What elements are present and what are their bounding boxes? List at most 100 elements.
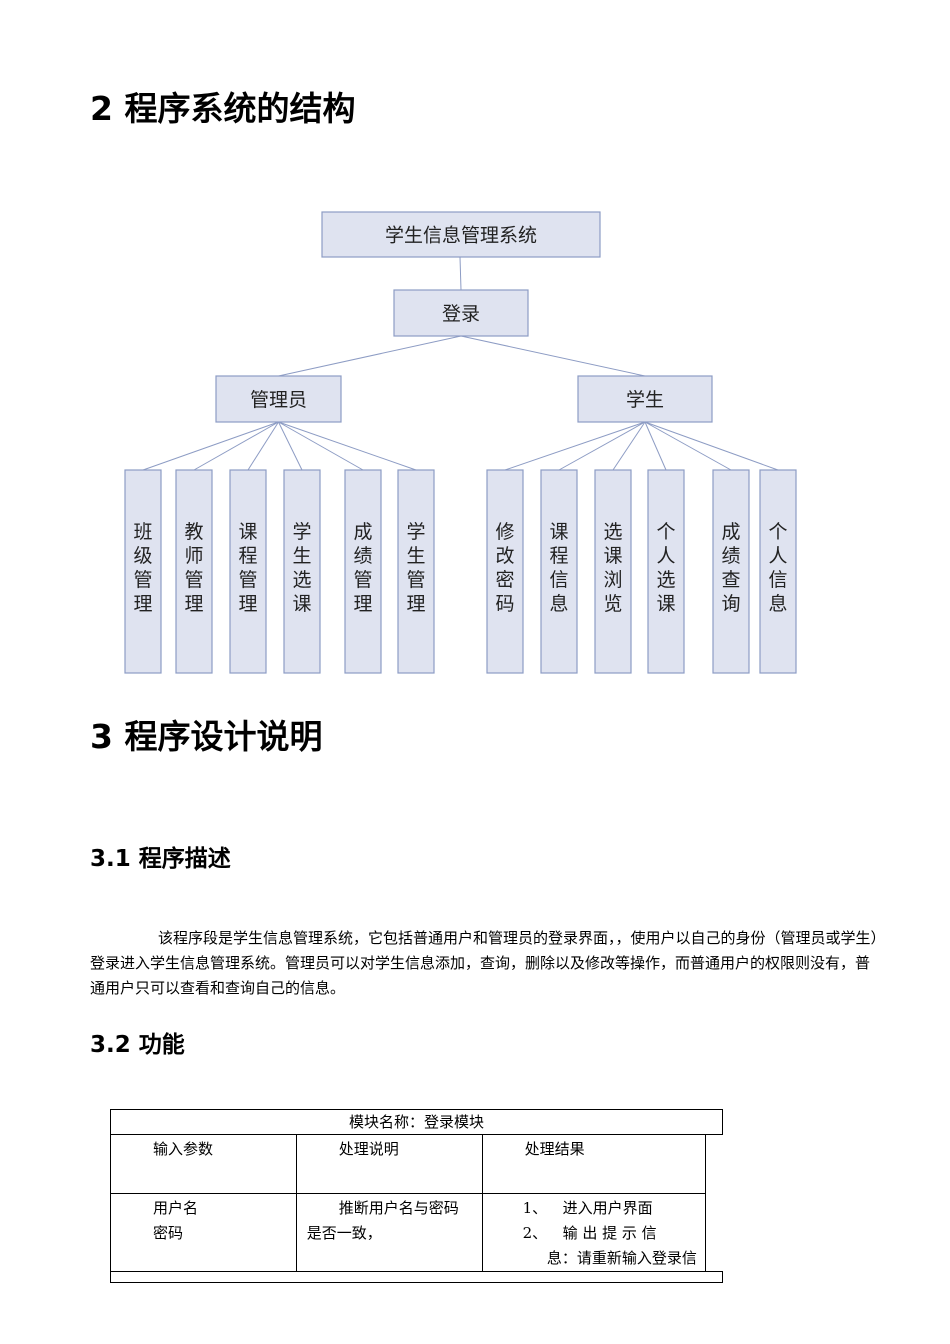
tree-root-node-box (321, 211, 601, 258)
tree-leaf-node-char: 生 (292, 545, 311, 567)
tree-leaf-node-box (759, 469, 797, 674)
module-title-cell: 模块名称：登录模块 (110, 1109, 723, 1135)
table-footer-cell (110, 1271, 723, 1283)
tree-leaf-node-char: 览 (603, 593, 622, 615)
tree-branch-node-2: 学生 (577, 375, 713, 423)
link-branch-1-leaf-5 (278, 421, 364, 471)
tree-leaf-node-char: 级 (133, 545, 152, 567)
tree-leaf-node-char: 成 (721, 521, 740, 543)
table-row: 用户名 密码 推断用户名与密码是否一致， 1、进入用户界面 2、输 出 提 示 … (110, 1193, 723, 1272)
tree-leaf-node-char: 修 (495, 521, 514, 543)
tree-leaf-node-char: 绩 (353, 545, 372, 567)
result-item-1: 1、进入用户界面 (522, 1199, 653, 1217)
tree-leaf-node-char: 管 (406, 569, 425, 591)
section-3-2-title: 3.2 功能 (90, 1032, 185, 1058)
structure-tree-diagram: 学生信息管理系统登录管理员班级管理教师管理课程管理学生选课成绩管理学生管理学生修… (124, 211, 797, 674)
tree-leaf-node-char: 管 (353, 569, 372, 591)
tree-leaf-node-char: 理 (353, 593, 372, 615)
process-desc-text: 推断用户名与密码是否一致， (306, 1199, 459, 1242)
link-branch-2-leaf-3 (612, 421, 646, 471)
tree-leaf-node-box (594, 469, 632, 674)
tree-leaf-node-char: 学 (292, 521, 311, 543)
program-description-text: 该程序段是学生信息管理系统，它包括普通用户和管理员的登录界面，，使用户以自己的身… (90, 929, 879, 997)
login-module-table: 模块名称：登录模块 输入参数 处理说明 处理结果 用户名 密码 推断用户名与密码… (110, 1109, 723, 1283)
tree-leaf-node-box (712, 469, 750, 674)
tree-leaf-node-char: 师 (184, 545, 203, 567)
tree-leaf-node-char: 教 (184, 521, 203, 543)
result-item-2: 2、输 出 提 示 信 (522, 1224, 657, 1242)
tree-leaf-node-char: 课 (292, 593, 311, 615)
tree-leaf-node-box (486, 469, 524, 674)
tree-leaf-node-char: 个 (656, 521, 675, 543)
tree-leaf-node-box (647, 469, 685, 674)
link-branch-2-leaf-2 (558, 421, 646, 471)
tree-leaf-node-char: 密 (495, 569, 514, 591)
tree-leaf-node-char: 学 (406, 521, 425, 543)
link-root-login (459, 256, 462, 291)
tree-leaf-node-char: 理 (406, 593, 425, 615)
tree-leaf-node-char: 改 (495, 545, 514, 567)
tree-leaf-node-char: 程 (549, 545, 568, 567)
tree-login-node: 登录 (393, 289, 529, 337)
header-process-result: 处理结果 (481, 1134, 706, 1194)
tree-leaf-node-char: 信 (549, 569, 568, 591)
tree-leaf-node-char: 选 (656, 569, 675, 591)
tree-leaf-node-char: 课 (238, 521, 257, 543)
link-branch-2-leaf-4 (644, 421, 667, 471)
tree-leaf-node-box (397, 469, 435, 674)
tree-branch-node-1-label: 管理员 (250, 389, 307, 411)
tree-leaf-node-box (124, 469, 162, 674)
input-username: 用户名 (153, 1199, 199, 1217)
tree-leaf-node-char: 成 (353, 521, 372, 543)
link-login-branch-1 (278, 335, 462, 377)
tree-branch-node-2-box (577, 375, 713, 423)
section-2-title: 2 程序系统的结构 (90, 89, 356, 128)
link-branch-1-leaf-2 (193, 421, 279, 471)
tree-leaf-node-char: 个 (768, 521, 787, 543)
process-desc-cell: 推断用户名与密码是否一致， (295, 1193, 483, 1272)
tree-leaf-node-char: 课 (603, 545, 622, 567)
tree-branch-node-1-box (215, 375, 342, 423)
tree-leaf-node-char: 程 (238, 545, 257, 567)
tree-login-node-box (393, 289, 529, 337)
link-branch-1-leaf-1 (142, 421, 279, 471)
tree-leaf-node-char: 班 (133, 521, 152, 543)
tree-login-node-label: 登录 (442, 303, 480, 325)
tree-leaf-node-char: 课 (549, 521, 568, 543)
link-branch-2-leaf-1 (504, 421, 646, 471)
header-input-params: 输入参数 (110, 1134, 297, 1194)
table-spacer (704, 1193, 723, 1272)
tree-root-node-label: 学生信息管理系统 (385, 225, 537, 247)
table-header-row: 输入参数 处理说明 处理结果 (110, 1134, 723, 1194)
tree-leaf-node-char: 息 (549, 593, 568, 615)
tree-leaf-node-char: 理 (184, 593, 203, 615)
tree-leaf-node-char: 查 (721, 569, 740, 591)
input-params-cell: 用户名 密码 (110, 1193, 297, 1272)
section-3-1-title: 3.1 程序描述 (90, 846, 231, 872)
tree-leaf-node-char: 理 (238, 593, 257, 615)
header-process-desc: 处理说明 (295, 1134, 483, 1194)
tree-leaf-node-char: 绩 (721, 545, 740, 567)
tree-root-node: 学生信息管理系统 (321, 211, 601, 258)
link-branch-1-leaf-3 (247, 421, 279, 471)
link-branch-2-leaf-6 (644, 421, 779, 471)
tree-leaf-node-box (229, 469, 267, 674)
tree-leaf-node-char: 信 (768, 569, 787, 591)
tree-leaf-node-char: 选 (292, 569, 311, 591)
link-branch-2-leaf-5 (644, 421, 732, 471)
tree-leaf-node-box (175, 469, 213, 674)
tree-leaf-node-char: 管 (184, 569, 203, 591)
process-result-cell: 1、进入用户界面 2、输 出 提 示 信 息：请重新输入登录信 (481, 1193, 706, 1272)
tree-leaf-node-char: 人 (656, 545, 675, 567)
program-description-paragraph: 该程序段是学生信息管理系统，它包括普通用户和管理员的登录界面，，使用户以自己的身… (90, 926, 880, 1001)
